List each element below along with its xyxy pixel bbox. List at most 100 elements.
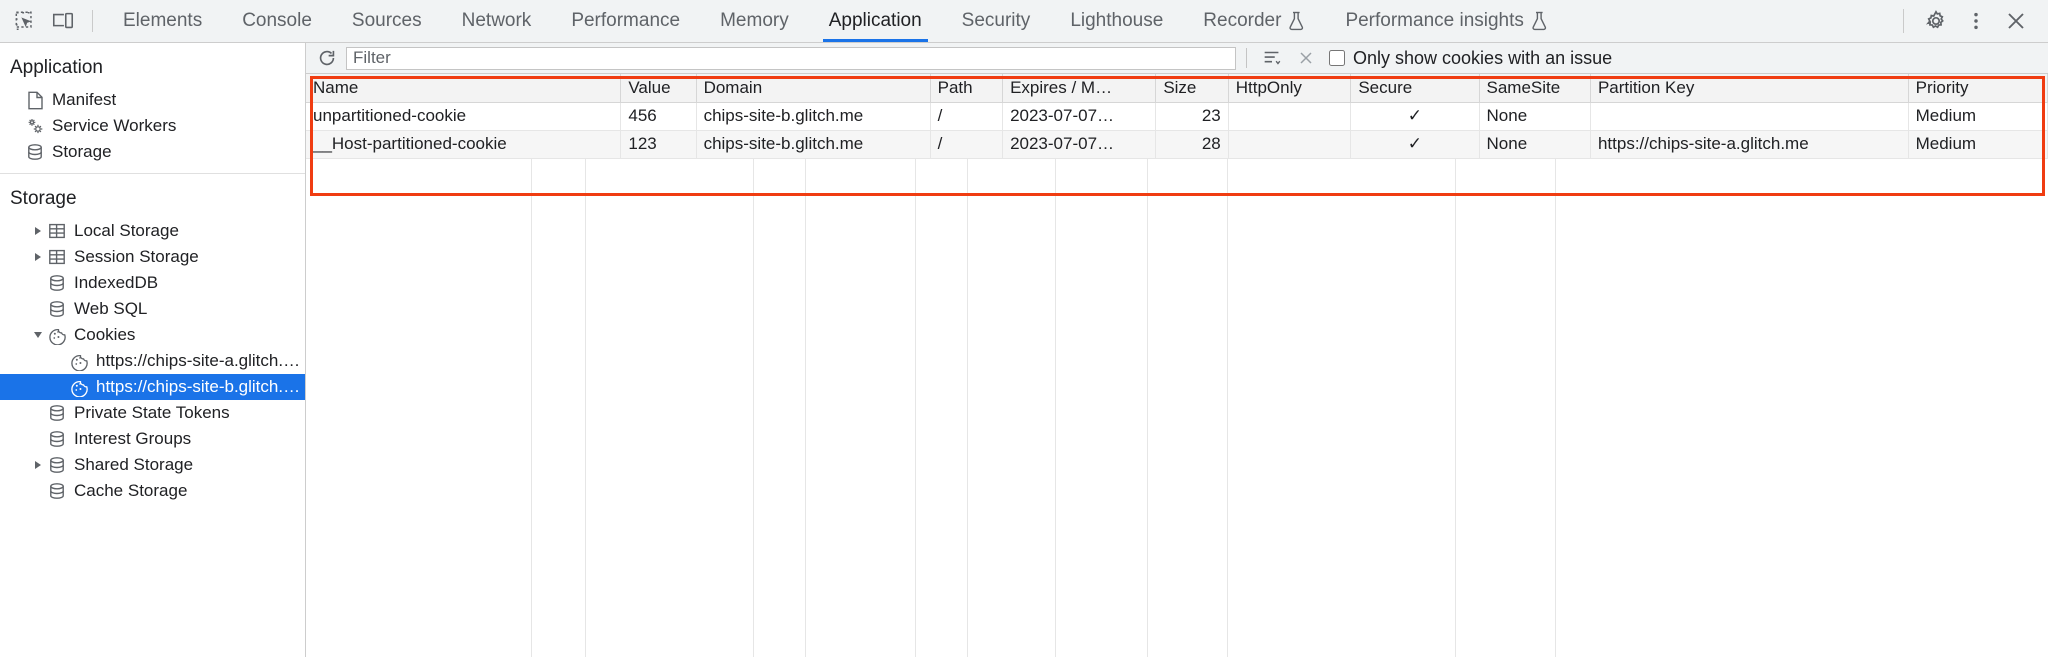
sidebar-item-shared-storage[interactable]: Shared Storage bbox=[0, 452, 305, 478]
only-issues-label: Only show cookies with an issue bbox=[1353, 47, 1613, 68]
column-header-expires-m[interactable]: Expires / M… bbox=[1002, 74, 1157, 103]
chevron-right-icon[interactable] bbox=[30, 227, 46, 235]
sidebar-item-session-storage[interactable]: Session Storage bbox=[0, 244, 305, 270]
toolbar-divider-right bbox=[1903, 9, 1904, 33]
chevron-right-icon[interactable] bbox=[30, 253, 46, 261]
tab-security[interactable]: Security bbox=[942, 0, 1051, 42]
tabbar-right-actions bbox=[1897, 3, 2048, 39]
cell-value: 123 bbox=[620, 130, 697, 159]
column-header-samesite[interactable]: SameSite bbox=[1479, 74, 1591, 103]
manifest-document-icon bbox=[24, 91, 46, 110]
only-issues-checkbox[interactable] bbox=[1329, 50, 1345, 66]
sidebar-item-cookies[interactable]: Cookies bbox=[0, 322, 305, 348]
tab-label: Sources bbox=[351, 10, 422, 31]
column-header-path[interactable]: Path bbox=[930, 74, 1004, 103]
close-icon[interactable] bbox=[1996, 3, 2036, 39]
cell-samesite: None bbox=[1479, 130, 1591, 159]
clear-filters-icon[interactable] bbox=[1257, 45, 1287, 71]
sidebar-item-label: Interest Groups bbox=[74, 429, 192, 448]
tab-performance-insights[interactable]: Performance insights bbox=[1325, 0, 1567, 42]
column-header-value[interactable]: Value bbox=[620, 74, 697, 103]
cell-priority: Medium bbox=[1908, 102, 2048, 131]
sidebar-item-private-state-tokens[interactable]: Private State Tokens bbox=[0, 400, 305, 426]
sidebar-item-web-sql[interactable]: Web SQL bbox=[0, 296, 305, 322]
table-filler-column bbox=[968, 158, 1056, 657]
cell-value: 456 bbox=[620, 102, 697, 131]
chevron-down-icon[interactable] bbox=[30, 332, 46, 338]
column-header-partition-key[interactable]: Partition Key bbox=[1590, 74, 1909, 103]
table-icon bbox=[46, 248, 68, 266]
panel-tabs: Elements Console Sources Network Performance… bbox=[103, 0, 1568, 42]
table-filler-column bbox=[532, 158, 586, 657]
table-filler-column bbox=[1228, 158, 1456, 657]
database-icon bbox=[46, 300, 68, 318]
cookie-icon bbox=[68, 378, 90, 397]
sidebar-item-indexeddb[interactable]: IndexedDB bbox=[0, 270, 305, 296]
sidebar-item-label: Local Storage bbox=[74, 221, 179, 240]
tab-label: Recorder bbox=[1203, 10, 1282, 31]
only-issues-checkbox-row[interactable]: Only show cookies with an issue bbox=[1329, 48, 1612, 69]
sidebar-item-cache-storage[interactable]: Cache Storage bbox=[0, 478, 305, 504]
column-header-secure[interactable]: Secure bbox=[1350, 74, 1480, 103]
column-header-name[interactable]: Name bbox=[306, 74, 622, 103]
cell-path: / bbox=[930, 130, 1004, 159]
sidebar-item-label: https://chips-site-a.glitch.me bbox=[96, 351, 301, 370]
tab-console[interactable]: Console bbox=[222, 0, 332, 42]
column-header-httponly[interactable]: HttpOnly bbox=[1228, 74, 1352, 103]
sidebar-item-local-storage[interactable]: Local Storage bbox=[0, 218, 305, 244]
tab-recorder[interactable]: Recorder bbox=[1183, 0, 1325, 42]
refresh-icon[interactable] bbox=[312, 45, 342, 71]
cookies-filter-toolbar: Only show cookies with an issue bbox=[306, 43, 2048, 74]
service-workers-gears-icon bbox=[24, 117, 46, 136]
tab-label: Elements bbox=[123, 10, 203, 31]
filter-divider bbox=[1246, 48, 1247, 68]
column-header-priority[interactable]: Priority bbox=[1908, 74, 2048, 103]
cell-name: __Host-partitioned-cookie bbox=[306, 130, 622, 159]
more-vertical-icon[interactable] bbox=[1956, 3, 1996, 39]
device-toolbar-icon[interactable] bbox=[44, 4, 82, 38]
sidebar-item-label: Cache Storage bbox=[74, 481, 188, 500]
cell-priority: Medium bbox=[1908, 130, 2048, 159]
cell-domain: chips-site-b.glitch.me bbox=[696, 130, 931, 159]
column-header-domain[interactable]: Domain bbox=[696, 74, 931, 103]
tab-application[interactable]: Application bbox=[809, 0, 942, 42]
sidebar-item-https-chips-site-a-glitch-me[interactable]: https://chips-site-a.glitch.me bbox=[0, 348, 305, 374]
table-filler-column bbox=[1056, 158, 1148, 657]
sidebar-item-label: Shared Storage bbox=[74, 455, 194, 474]
tab-lighthouse[interactable]: Lighthouse bbox=[1050, 0, 1183, 42]
chevron-right-icon[interactable] bbox=[30, 461, 46, 469]
tab-network[interactable]: Network bbox=[442, 0, 552, 42]
application-sidebar: Application Manifest Service Workers Sto… bbox=[0, 43, 306, 657]
tab-performance[interactable]: Performance bbox=[551, 0, 700, 42]
inspect-element-icon[interactable] bbox=[6, 4, 44, 38]
cookie-icon bbox=[46, 326, 68, 345]
gear-icon[interactable] bbox=[1916, 3, 1956, 39]
cell-httponly bbox=[1228, 102, 1352, 131]
database-icon bbox=[46, 482, 68, 500]
cell-partition-key bbox=[1590, 102, 1909, 131]
sidebar-item-storage[interactable]: Storage bbox=[0, 139, 305, 165]
table-filler-column bbox=[1148, 158, 1228, 657]
sidebar-item-manifest[interactable]: Manifest bbox=[0, 87, 305, 113]
cell-expires: 2023-07-07… bbox=[1002, 102, 1157, 131]
sidebar-item-https-chips-site-b-glitch-me[interactable]: https://chips-site-b.glitch.me bbox=[0, 374, 305, 400]
sidebar-heading-application: Application bbox=[10, 57, 103, 78]
sidebar-heading-storage: Storage bbox=[10, 188, 77, 209]
column-header-size[interactable]: Size bbox=[1155, 74, 1229, 103]
clear-all-icon[interactable] bbox=[1291, 45, 1321, 71]
table-filler-column bbox=[306, 158, 532, 657]
tab-memory[interactable]: Memory bbox=[700, 0, 809, 42]
sidebar-item-service-workers[interactable]: Service Workers bbox=[0, 113, 305, 139]
filter-input[interactable] bbox=[346, 46, 1236, 70]
sidebar-item-interest-groups[interactable]: Interest Groups bbox=[0, 426, 305, 452]
tab-label: Performance bbox=[571, 10, 681, 31]
tab-elements[interactable]: Elements bbox=[103, 0, 222, 42]
tab-sources[interactable]: Sources bbox=[332, 0, 442, 42]
database-icon bbox=[46, 430, 68, 448]
sidebar-application-items: Manifest Service Workers Storage bbox=[0, 87, 305, 165]
sidebar-item-label: Cookies bbox=[74, 325, 136, 344]
